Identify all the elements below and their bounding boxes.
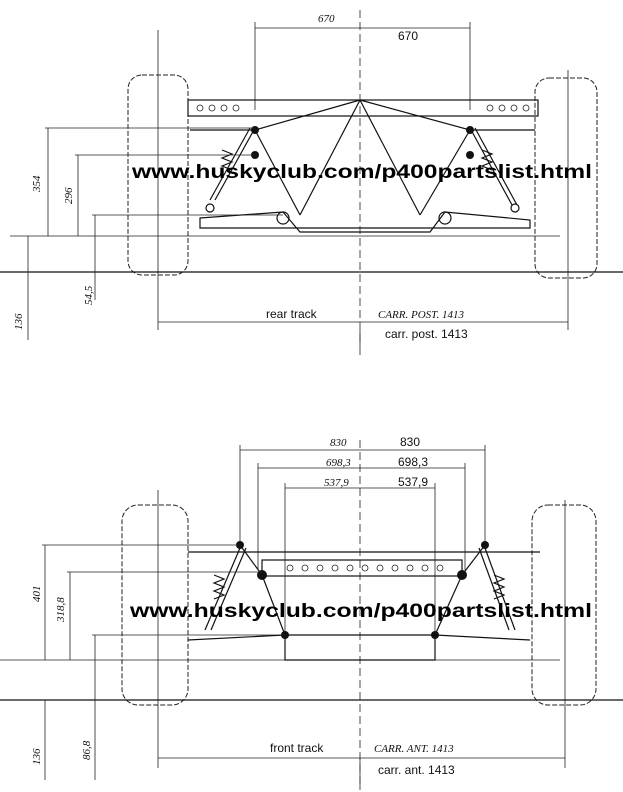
rear-trusses (190, 99, 535, 216)
rear-suspension-view (0, 10, 623, 355)
front-carr-handwritten: CARR. ANT. 1413 (374, 743, 454, 755)
front-width-dims (239, 445, 486, 640)
front-height-86: 86,8 (81, 740, 93, 760)
watermark-bottom: www.huskyclub.com/p400partslist.html (129, 601, 592, 622)
rear-upper-beam (187, 99, 539, 117)
front-right-tyre (531, 504, 597, 706)
rear-carr-label: carr. post. 1413 (385, 327, 468, 341)
front-height-dims (42, 544, 285, 780)
rear-height-296: 296 (63, 187, 75, 204)
front-ground-136: 136 (31, 748, 43, 765)
rear-track-label: rear track (266, 307, 318, 321)
front-w3-handwritten: 537,9 (324, 477, 349, 489)
front-height-401: 401 (31, 586, 43, 603)
front-chassis-beam (261, 559, 463, 577)
front-pivot-points (236, 541, 489, 639)
front-w1-handwritten: 830 (330, 437, 347, 449)
rear-width-handwritten: 670 (318, 13, 335, 25)
rear-height-54: 54,5 (83, 285, 95, 305)
front-shock-absorbers (204, 547, 516, 631)
front-height-318: 318,8 (55, 597, 67, 623)
rear-carr-handwritten: CARR. POST. 1413 (378, 309, 464, 321)
front-track-label: front track (270, 741, 324, 755)
rear-ground-136: 136 (13, 313, 25, 330)
rear-beam-holes (196, 104, 530, 112)
rear-height-354: 354 (31, 175, 43, 193)
rear-width-label: 670 (398, 29, 418, 43)
front-arms (187, 544, 540, 661)
front-beam-holes (286, 564, 444, 572)
rear-right-tyre (534, 77, 598, 279)
front-carr-label: carr. ant. 1413 (378, 763, 455, 777)
front-suspension-view (0, 440, 623, 790)
front-w2-label: 698,3 (398, 455, 428, 469)
rear-pivot-points (251, 126, 474, 159)
front-left-tyre (121, 504, 189, 706)
rear-shock-absorbers (209, 127, 518, 206)
front-w2-handwritten: 698,3 (326, 457, 351, 469)
front-w1-label: 830 (400, 435, 420, 449)
rear-lower-arm (199, 203, 531, 233)
rear-height-dims (27, 127, 283, 340)
watermark-top: www.huskyclub.com/p400partslist.html (131, 162, 592, 183)
front-w3-label: 537,9 (398, 475, 428, 489)
